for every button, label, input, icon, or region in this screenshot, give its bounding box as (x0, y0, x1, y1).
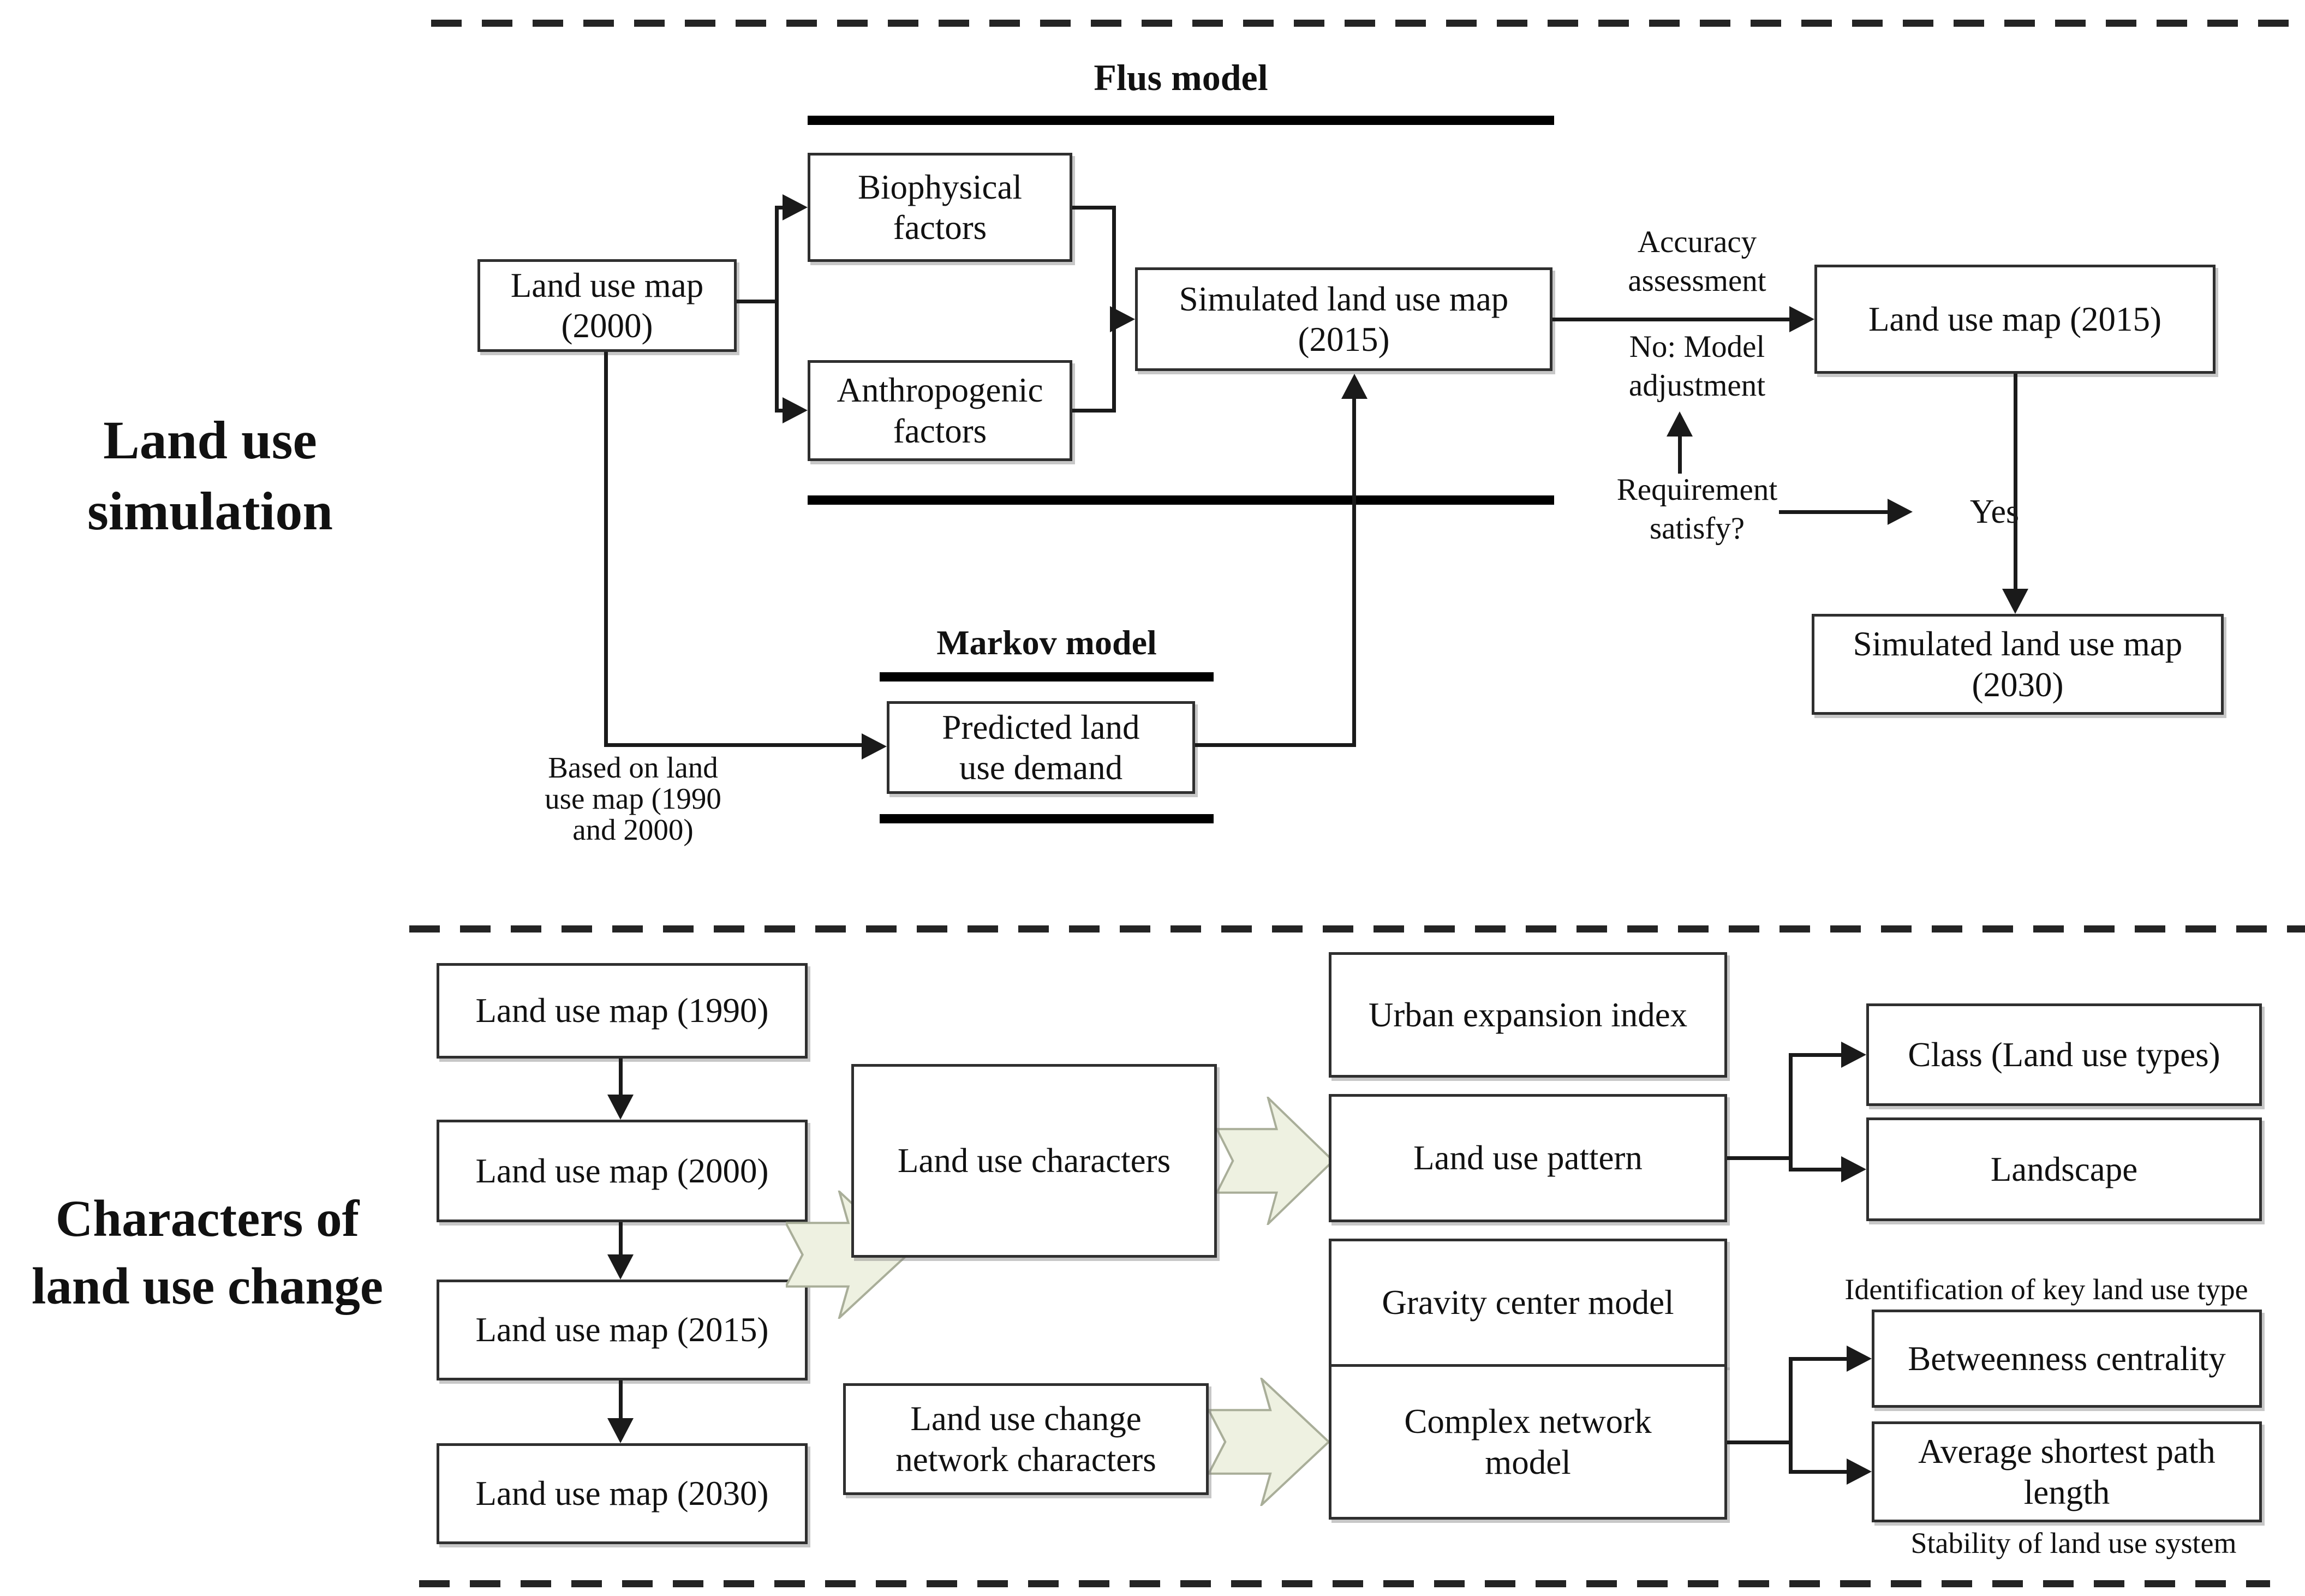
arrowhead-into-landscape (1841, 1156, 1866, 1182)
markov-bracket-bottom-line (880, 814, 1214, 823)
connector-line (619, 1222, 623, 1257)
connector-line (1195, 743, 1356, 747)
connector-line (1072, 409, 1116, 413)
box-simulated-land-use-map-2030: Simulated land use map (2030) (1812, 614, 2224, 715)
connector-line (1552, 318, 1789, 321)
middle-dashed-separator (409, 925, 2305, 933)
arrowhead-into-yes (1888, 499, 1913, 525)
section-label-land-use-simulation: Land use simulation (87, 410, 333, 541)
flus-bracket-top-line (808, 116, 1554, 125)
arrowhead-into-average-path (1847, 1458, 1872, 1485)
connector-line (1727, 1440, 1793, 1444)
big-block-arrow (1217, 1097, 1334, 1225)
box-land-use-map-2000-b: Land use map (2000) (437, 1120, 808, 1222)
box-land-use-map-1990-b: Land use map (1990) (437, 963, 808, 1059)
top-dashed-separator (431, 20, 2303, 27)
box-landscape: Landscape (1866, 1117, 2262, 1221)
box-predicted-land-use-demand: Predicted land use demand (887, 701, 1195, 794)
box-simulated-land-use-map-2015: Simulated land use map (2015) (1135, 267, 1552, 371)
arrowhead-into-class (1841, 1042, 1866, 1068)
connector-line (775, 409, 785, 413)
box-land-use-map-2030-b: Land use map (2030) (437, 1443, 808, 1544)
box-urban-expansion-index: Urban expansion index (1329, 952, 1727, 1078)
big-block-arrow (786, 1191, 909, 1319)
label-accuracy-assessment: Accuracy assessment (1628, 225, 1766, 298)
box-class-land-use-types: Class (Land use types) (1866, 1003, 2262, 1106)
connector-line (1789, 1053, 1793, 1170)
arrowhead-into-biophysical (783, 194, 808, 220)
label-based-on-land-use-map: Based on land use map (1990 and 2000) (545, 751, 721, 847)
connector-line (619, 1059, 623, 1097)
box-betweenness-centrality: Betweenness centrality (1872, 1310, 2262, 1408)
connector-line (737, 300, 778, 303)
connector-line (1789, 1168, 1843, 1171)
arrowhead-into-anthropogenic (783, 397, 808, 423)
label-no-model-adjustment: No: Model adjustment (1628, 330, 1766, 403)
box-land-use-characters: Land use characters (851, 1064, 1217, 1258)
label-requirement-satisfy: Requirement satisfy? (1616, 473, 1778, 546)
box-land-use-map-2000: Land use map (2000) (477, 259, 737, 352)
connector-line (1789, 1053, 1843, 1057)
connector-line (604, 743, 863, 747)
markov-bracket-top-line (880, 672, 1214, 682)
arrowhead-into-land-use-map-2015 (1789, 306, 1814, 332)
bottom-dashed-separator (419, 1580, 2270, 1587)
arrowhead-into-simulated-2015 (1110, 306, 1135, 332)
big-block-arrow (1209, 1378, 1330, 1506)
connector-line (1789, 1357, 1849, 1361)
box-land-use-map-2015-b: Land use map (2015) (437, 1280, 808, 1380)
arrowhead-up-model-adjustment (1667, 411, 1693, 437)
flus-model-title: Flus model (1094, 57, 1268, 98)
flus-bracket-bottom-line (808, 495, 1554, 505)
box-land-use-pattern: Land use pattern (1329, 1094, 1727, 1222)
arrowhead-down-1 (607, 1095, 634, 1120)
connector-line (604, 352, 608, 746)
markov-model-title: Markov model (936, 623, 1157, 662)
connector-line (1727, 1156, 1793, 1160)
arrowhead-down-3 (607, 1418, 634, 1443)
connector-line (1789, 1470, 1849, 1474)
box-land-use-change-network-characters: Land use change network characters (843, 1383, 1209, 1495)
box-land-use-map-2015: Land use map (2015) (1814, 265, 2216, 374)
label-yes: Yes (1969, 493, 2020, 530)
label-stability-land-use-system: Stability of land use system (1910, 1527, 2237, 1559)
box-average-shortest-path-length: Average shortest path length (1872, 1421, 2262, 1522)
connector-line (1352, 393, 1356, 747)
connector-line (2014, 374, 2017, 590)
box-biophysical-factors: Biophysical factors (808, 153, 1072, 262)
arrowhead-into-betweenness (1847, 1346, 1872, 1372)
connector-line (775, 206, 779, 413)
box-anthropogenic-factors: Anthropogenic factors (808, 360, 1072, 461)
box-complex-network-model: Complex network model (1329, 1364, 1727, 1520)
connector-line (1678, 434, 1682, 474)
connector-line (1072, 206, 1116, 210)
connector-line (775, 206, 785, 210)
connector-line (1779, 510, 1888, 514)
arrowhead-down-2 (607, 1254, 634, 1280)
arrowhead-into-predicted-demand (862, 733, 887, 760)
section-label-characters-of-land-use-change: Characters of land use change (31, 1189, 384, 1315)
arrowhead-into-simulated-2030 (2002, 589, 2028, 614)
label-identification-key-land-use-type: Identification of key land use type (1844, 1273, 2248, 1306)
connector-line (619, 1380, 623, 1420)
box-gravity-center-model: Gravity center model (1329, 1239, 1727, 1367)
arrowhead-up-into-simulated-2015 (1341, 374, 1368, 399)
connector-line (1789, 1357, 1793, 1474)
